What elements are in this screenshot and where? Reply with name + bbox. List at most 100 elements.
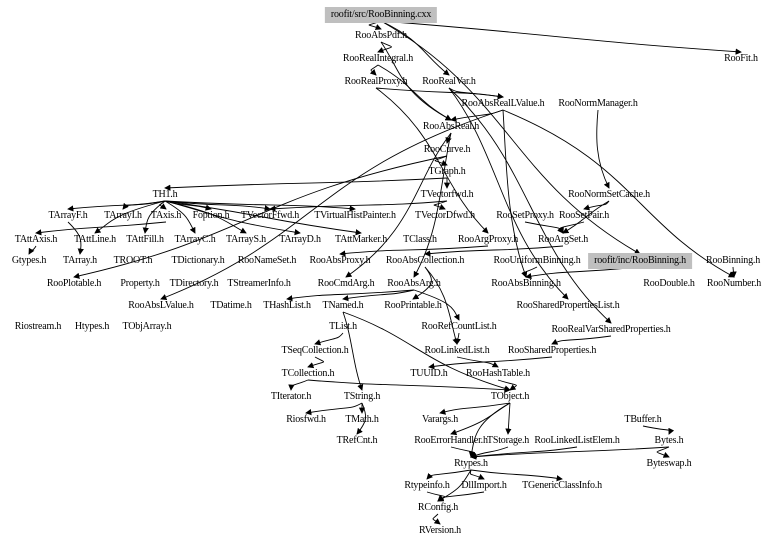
graph-node-byteswap[interactable]: Byteswap.h bbox=[646, 458, 692, 469]
graph-node-rversion[interactable]: RVersion.h bbox=[419, 525, 461, 536]
dependency-edge bbox=[596, 109, 610, 189]
graph-node-rooabsproxy[interactable]: RooAbsProxy.h bbox=[309, 255, 371, 266]
graph-node-rooabsreal[interactable]: RooAbsReal.h bbox=[422, 121, 480, 132]
graph-node-roorealvarsharedproperties[interactable]: RooRealVarSharedProperties.h bbox=[551, 324, 671, 335]
graph-node-tvectordfwd[interactable]: TVectorDfwd.h bbox=[415, 210, 475, 221]
graph-node-tvirtualhistpainter[interactable]: TVirtualHistPainter.h bbox=[314, 210, 396, 221]
graph-node-rtypes[interactable]: Rtypes.h bbox=[454, 458, 488, 469]
graph-node-rtypeinfo[interactable]: Rtypeinfo.h bbox=[404, 480, 450, 491]
graph-node-tuuid[interactable]: TUUID.h bbox=[410, 368, 448, 379]
graph-node-roolinkedlist[interactable]: RooLinkedList.h bbox=[424, 345, 490, 356]
graph-node-roorealvar[interactable]: RooRealVar.h bbox=[422, 76, 476, 87]
graph-node-property[interactable]: Property.h bbox=[120, 278, 160, 289]
graph-node-rooargproxy[interactable]: RooArgProxy.h bbox=[457, 234, 519, 245]
graph-node-rooabsbinning[interactable]: RooAbsBinning.h bbox=[491, 278, 561, 289]
graph-node-rooabsreallvalue[interactable]: RooAbsRealLValue.h bbox=[461, 98, 545, 109]
dependency-edge bbox=[502, 109, 735, 278]
dependency-edge bbox=[424, 245, 564, 257]
graph-node-riostream[interactable]: Riostream.h bbox=[14, 321, 62, 332]
graph-node-roocurve[interactable]: RooCurve.h bbox=[423, 144, 471, 155]
graph-node-tstorage[interactable]: TStorage.h bbox=[486, 435, 530, 446]
graph-node-roosetproxy[interactable]: RooSetProxy.h bbox=[496, 210, 554, 221]
dependency-edge bbox=[413, 132, 452, 278]
dependency-edge bbox=[164, 200, 196, 234]
graph-node-tnamed[interactable]: TNamed.h bbox=[322, 300, 364, 311]
graph-node-roofit[interactable]: RooFit.h bbox=[724, 53, 758, 64]
graph-node-tlist[interactable]: TList.h bbox=[329, 321, 357, 332]
graph-node-tattmarker[interactable]: TAttMarker.h bbox=[334, 234, 388, 245]
graph-node-tdictionary[interactable]: TDictionary.h bbox=[171, 255, 225, 266]
graph-node-bytes[interactable]: Bytes.h bbox=[654, 435, 684, 446]
graph-node-gtypes[interactable]: Gtypes.h bbox=[11, 255, 47, 266]
graph-node-roonormmanager[interactable]: RooNormManager.h bbox=[558, 98, 638, 109]
graph-node-tdatime[interactable]: TDatime.h bbox=[210, 300, 252, 311]
graph-node-tobjarray[interactable]: TObjArray.h bbox=[122, 321, 172, 332]
graph-node-rooabsarg[interactable]: RooAbsArg.h bbox=[387, 278, 441, 289]
graph-node-tarrayi[interactable]: TArrayI.h bbox=[104, 210, 142, 221]
graph-node-tvectorfwd[interactable]: TVectorfwd.h bbox=[420, 189, 474, 200]
graph-node-thashlist[interactable]: THashList.h bbox=[263, 300, 311, 311]
dependency-edge bbox=[450, 402, 511, 436]
graph-node-tgraph[interactable]: TGraph.h bbox=[428, 166, 466, 177]
graph-node-rooargset[interactable]: RooArgSet.h bbox=[537, 234, 589, 245]
graph-node-trefcnt[interactable]: TRefCnt.h bbox=[336, 435, 378, 446]
graph-node-incroobinning[interactable]: roofit/inc/RooBinning.h bbox=[588, 253, 692, 269]
graph-node-roosharedpropertieslist[interactable]: RooSharedPropertiesList.h bbox=[516, 300, 620, 311]
graph-node-roosetpair[interactable]: RooSetPair.h bbox=[558, 210, 610, 221]
graph-node-tstreamerinfo[interactable]: TStreamerInfo.h bbox=[227, 278, 291, 289]
graph-node-tstring[interactable]: TString.h bbox=[343, 391, 381, 402]
graph-node-roouniformbinning[interactable]: RooUniformBinning.h bbox=[493, 255, 581, 266]
graph-node-th1[interactable]: TH1.h bbox=[152, 189, 178, 200]
graph-node-troot[interactable]: TROOT.h bbox=[113, 255, 153, 266]
graph-node-rooabscollection[interactable]: RooAbsCollection.h bbox=[385, 255, 465, 266]
graph-node-tarrayc[interactable]: TArrayC.h bbox=[174, 234, 216, 245]
graph-node-rooabslvalue[interactable]: RooAbsLValue.h bbox=[128, 300, 194, 311]
graph-node-roobinning[interactable]: RooBinning.h bbox=[706, 255, 760, 266]
graph-node-roolinkedlistelem[interactable]: RooLinkedListElem.h bbox=[534, 435, 620, 446]
graph-node-roonumber[interactable]: RooNumber.h bbox=[706, 278, 762, 289]
graph-node-tbuffer[interactable]: TBuffer.h bbox=[624, 414, 662, 425]
graph-node-tcollection[interactable]: TCollection.h bbox=[281, 368, 335, 379]
dependency-edge bbox=[426, 469, 472, 480]
dependency-edge bbox=[505, 402, 512, 435]
graph-node-roonormsetcache[interactable]: RooNormSetCache.h bbox=[568, 189, 650, 200]
graph-node-rconfig[interactable]: RConfig.h bbox=[417, 502, 459, 513]
graph-node-roorealproxy[interactable]: RooRealProxy.h bbox=[344, 76, 408, 87]
graph-node-tattline[interactable]: TAttLine.h bbox=[74, 234, 116, 245]
graph-node-tattaxis[interactable]: TAttAxis.h bbox=[14, 234, 58, 245]
graph-node-rooplotable[interactable]: RooPlotable.h bbox=[46, 278, 102, 289]
graph-node-varargs[interactable]: Varargs.h bbox=[421, 414, 459, 425]
dependency-edge bbox=[67, 221, 84, 255]
graph-node-roonameset[interactable]: RooNameSet.h bbox=[237, 255, 297, 266]
graph-node-tgenericclassinfo[interactable]: TGenericClassInfo.h bbox=[522, 480, 602, 491]
graph-node-rooabspdf[interactable]: RooAbsPdf.h bbox=[355, 30, 407, 41]
graph-node-tattfill[interactable]: TAttFill.h bbox=[126, 234, 164, 245]
graph-node-tarrayf[interactable]: TArrayF.h bbox=[48, 210, 88, 221]
graph-node-tvectorffwd[interactable]: TVectorFfwd.h bbox=[240, 210, 300, 221]
graph-node-riosfwd[interactable]: Riosfwd.h bbox=[286, 414, 326, 425]
graph-node-dllimport[interactable]: DllImport.h bbox=[461, 480, 507, 491]
graph-node-rooprintable[interactable]: RooPrintable.h bbox=[384, 300, 442, 311]
graph-node-foption[interactable]: Foption.h bbox=[192, 210, 230, 221]
graph-node-tmath[interactable]: TMath.h bbox=[345, 414, 379, 425]
graph-node-tarray[interactable]: TArray.h bbox=[63, 255, 97, 266]
graph-node-roorealintegral[interactable]: RooRealIntegral.h bbox=[342, 53, 414, 64]
graph-node-tclass[interactable]: TClass.h bbox=[403, 234, 437, 245]
graph-node-tobject[interactable]: TObject.h bbox=[490, 391, 530, 402]
graph-node-taxis[interactable]: TAxis.h bbox=[150, 210, 182, 221]
graph-node-htypes[interactable]: Htypes.h bbox=[74, 321, 110, 332]
graph-node-titerator[interactable]: TIterator.h bbox=[270, 391, 312, 402]
graph-node-roorefcountlist[interactable]: RooRefCountList.h bbox=[421, 321, 497, 332]
dependency-edge bbox=[426, 491, 446, 502]
graph-node-roodouble[interactable]: RooDouble.h bbox=[643, 278, 695, 289]
graph-node-tarrayd[interactable]: TArrayD.h bbox=[279, 234, 321, 245]
graph-node-roohashtable[interactable]: RooHashTable.h bbox=[466, 368, 530, 379]
graph-node-tdirectory[interactable]: TDirectory.h bbox=[169, 278, 219, 289]
graph-node-roocmdarg[interactable]: RooCmdArg.h bbox=[317, 278, 375, 289]
graph-node-rooerrorhandler[interactable]: RooErrorHandler.h bbox=[414, 435, 488, 446]
graph-node-roosharedproperties[interactable]: RooSharedProperties.h bbox=[507, 345, 597, 356]
dependency-edge bbox=[470, 469, 563, 482]
graph-node-tarrays[interactable]: TArrayS.h bbox=[226, 234, 266, 245]
graph-node-tseqcollection[interactable]: TSeqCollection.h bbox=[281, 345, 349, 356]
graph-node-cxx[interactable]: roofit/src/RooBinning.cxx bbox=[324, 7, 438, 23]
